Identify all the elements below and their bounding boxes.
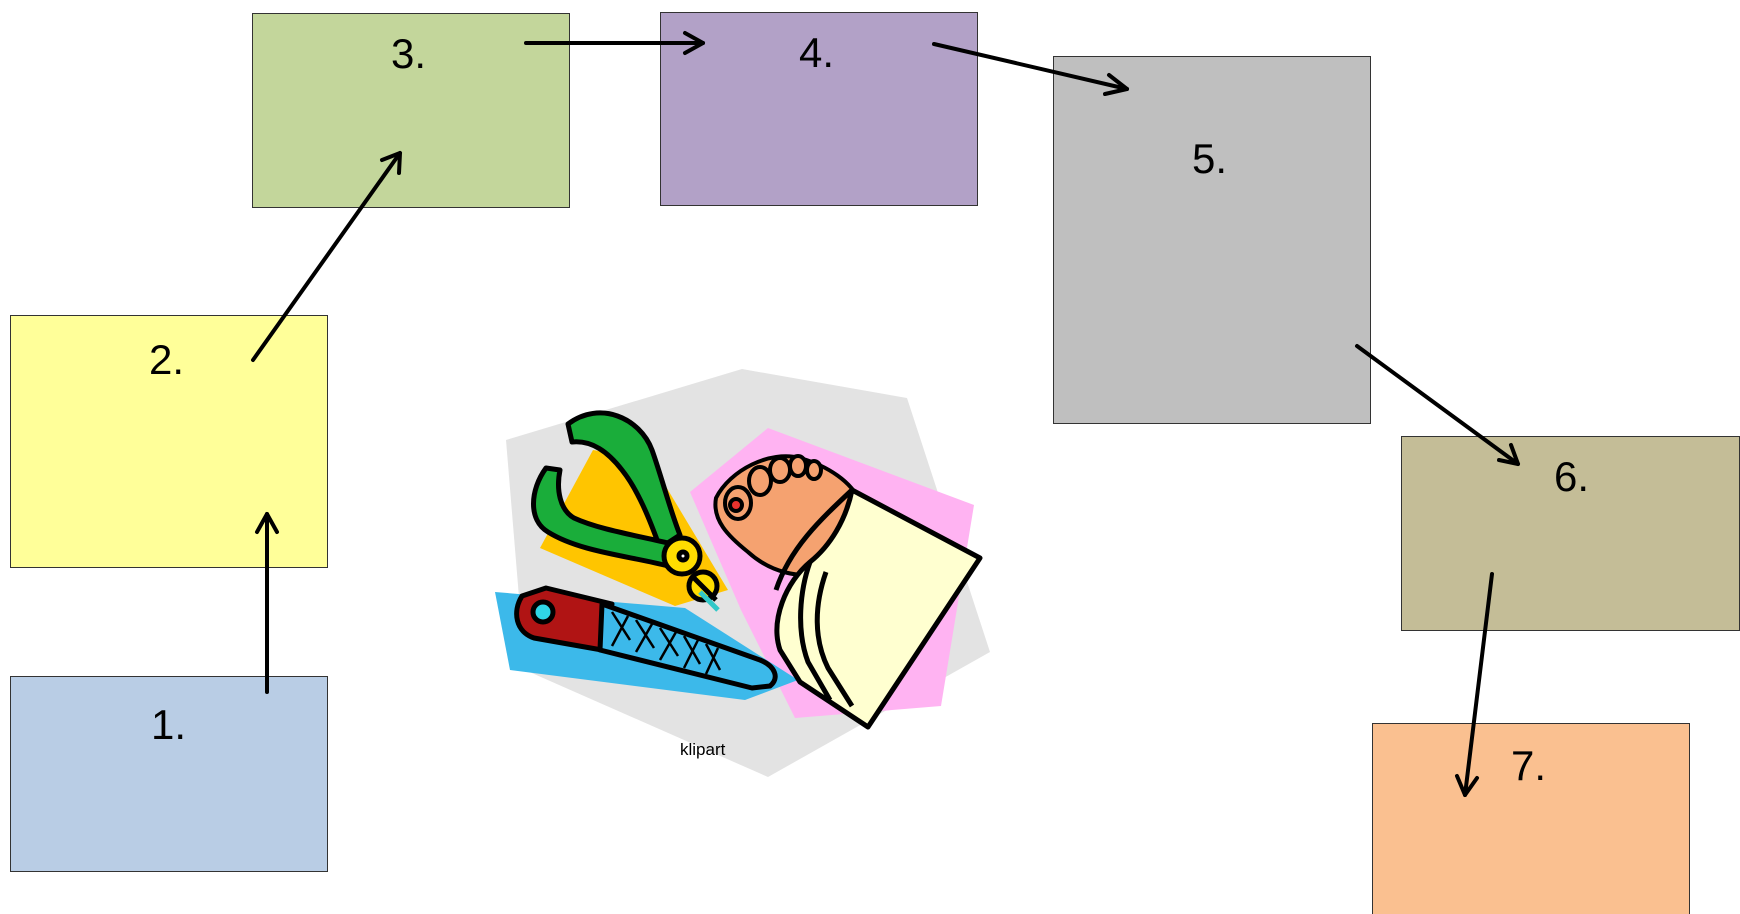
nail-file [514, 585, 778, 691]
step-label-6: 6. [1554, 453, 1590, 500]
step-label-5: 5. [1192, 135, 1228, 182]
nail-nippers [531, 410, 720, 612]
towel-wrap [773, 487, 983, 730]
step-box-3: 3. [252, 13, 570, 208]
step-box-1: 1. [10, 676, 328, 872]
step-box-5: 5. [1053, 56, 1371, 424]
step-label-3: 3. [391, 30, 427, 77]
clipart-caption: klipart [680, 740, 726, 759]
step-label-2: 2. [149, 336, 185, 383]
step-box-2: 2. [10, 315, 328, 568]
step-box-7: 7. [1372, 723, 1690, 914]
pedicure-tools-clipart-icon [495, 369, 990, 777]
step-box-6: 6. [1401, 436, 1740, 631]
step-label-7: 7. [1511, 742, 1547, 789]
step-box-4: 4. [660, 12, 978, 206]
step-label-4: 4. [799, 29, 835, 76]
step-label-1: 1. [151, 701, 187, 748]
